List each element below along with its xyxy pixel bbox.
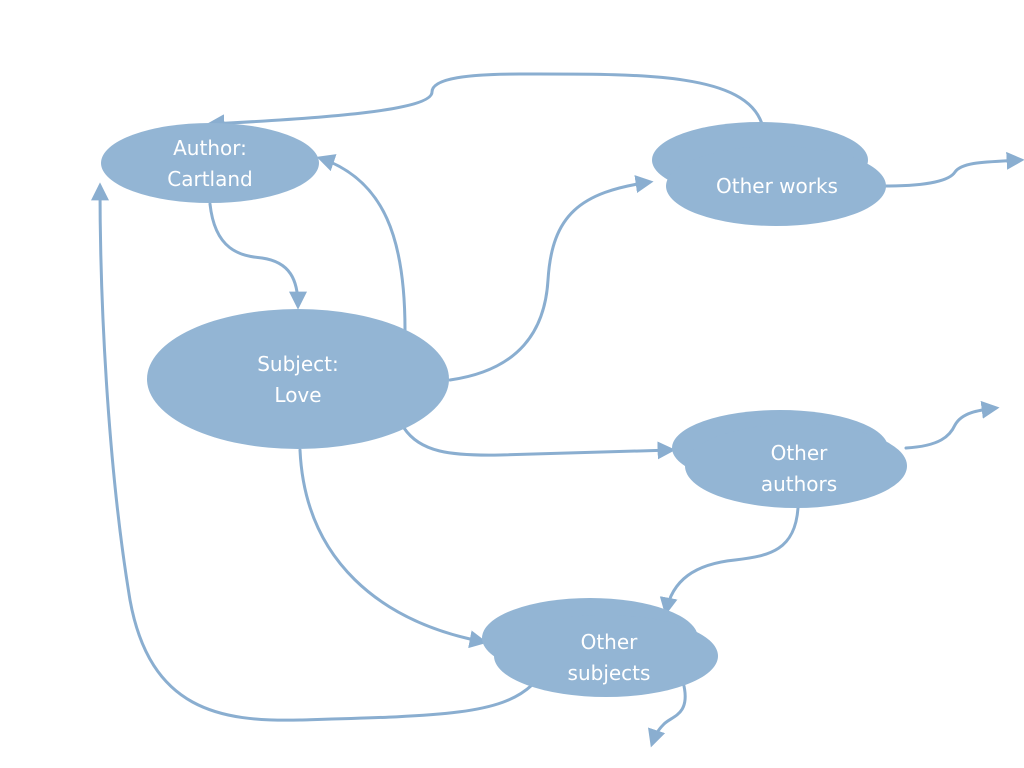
node-other-authors-shape-front: [685, 424, 907, 508]
node-subject-shape: [147, 309, 449, 449]
edge-subject-to-other-authors: [402, 426, 676, 460]
node-subject: Subject: Love: [147, 309, 449, 449]
edge-other-subjects-out: [648, 684, 687, 748]
edge-subject-to-author: [316, 154, 407, 332]
node-other-subjects: Other subjects: [482, 598, 718, 697]
node-author-shape: [101, 123, 319, 203]
node-other-authors-label-line2: authors: [761, 472, 837, 496]
node-subject-label-line1: Subject:: [257, 352, 339, 376]
edge-subject-to-other-subjects: [298, 448, 488, 649]
edge-other-authors-to-other-subjects: [659, 506, 800, 616]
edge-other-authors-out: [904, 400, 1000, 450]
edge-author-to-subject: [208, 202, 307, 310]
edge-other-works-to-author: [206, 72, 764, 133]
edge-other-works-out: [884, 151, 1024, 188]
node-subject-label-line2: Love: [274, 383, 321, 407]
node-other-authors-label-line1: Other: [771, 441, 829, 465]
node-other-works-label: Other works: [716, 174, 838, 198]
node-other-authors: Other authors: [672, 410, 907, 508]
node-other-subjects-shape-front: [494, 615, 718, 697]
node-other-subjects-label-line1: Other: [581, 630, 639, 654]
node-other-works: Other works: [652, 122, 886, 226]
node-author-label-line1: Author:: [173, 136, 247, 160]
edge-other-subjects-to-author: [91, 182, 534, 722]
edge-subject-to-other-works: [448, 175, 654, 382]
node-other-works-shape-front: [666, 146, 886, 226]
edges: [91, 72, 1024, 748]
node-author-label-line2: Cartland: [167, 167, 252, 191]
node-other-subjects-label-line2: subjects: [568, 661, 651, 685]
node-author: Author: Cartland: [101, 123, 319, 203]
